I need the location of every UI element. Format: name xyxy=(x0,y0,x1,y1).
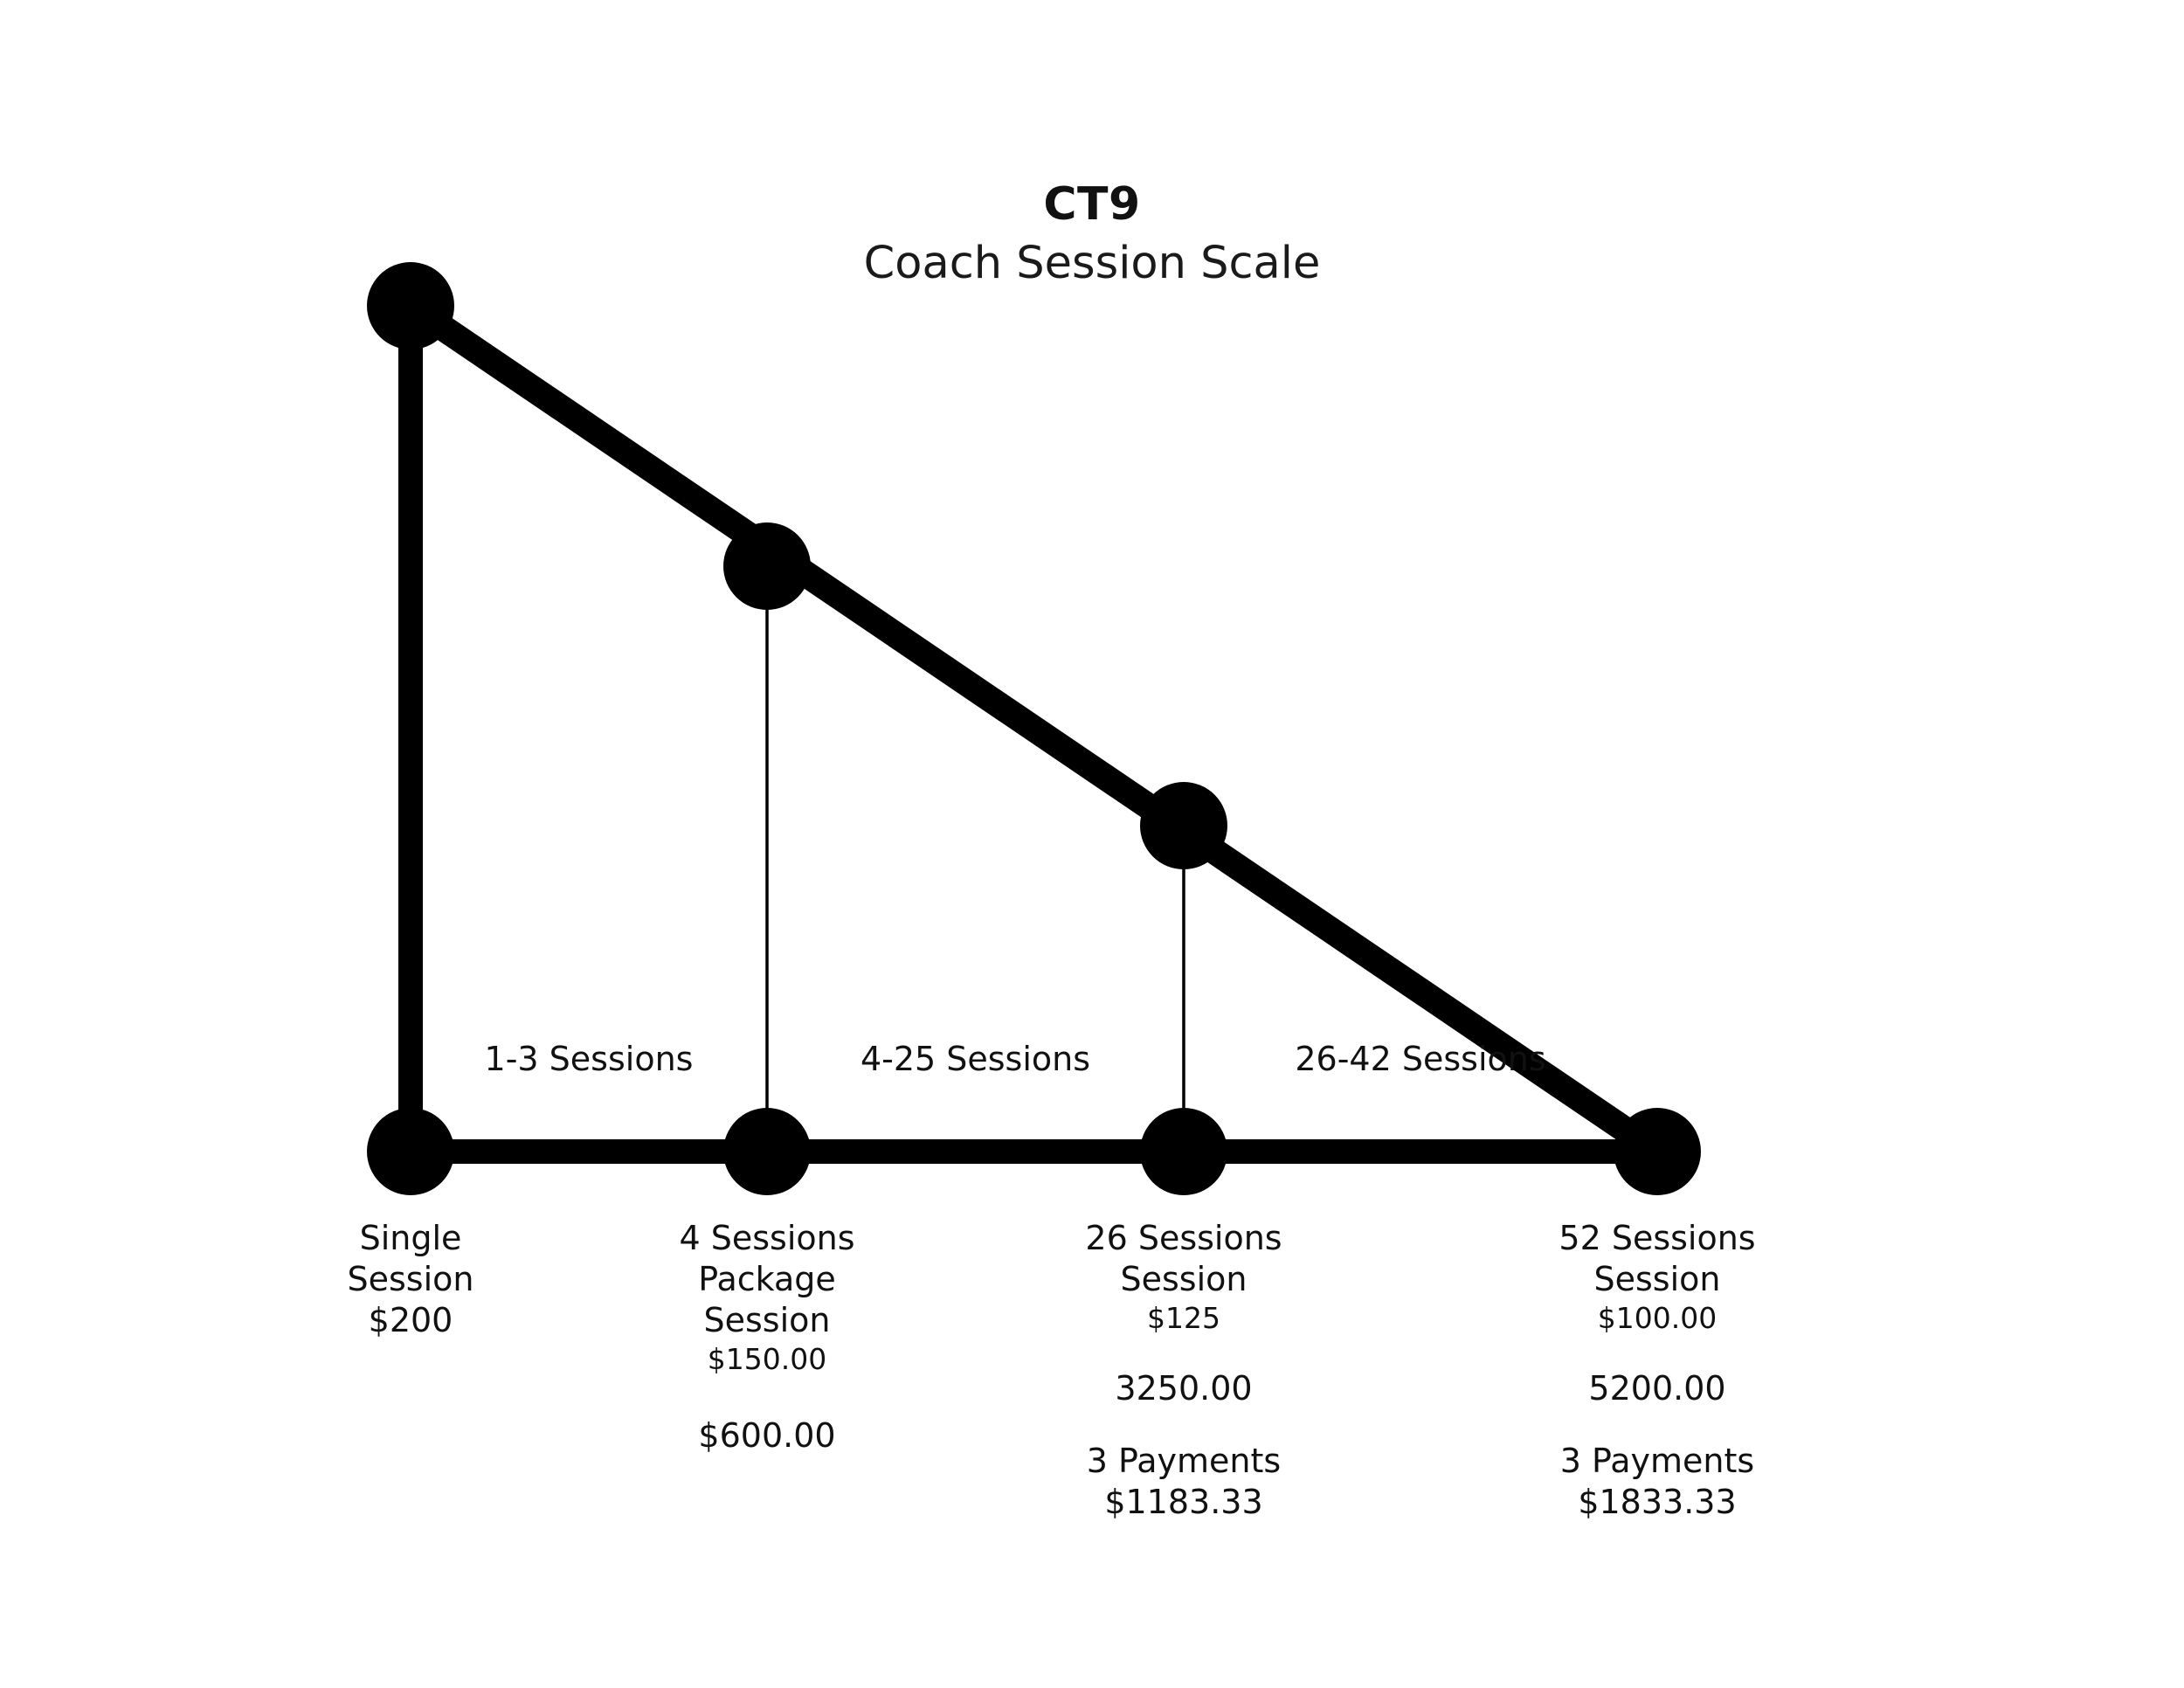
node-label-line: 52 Sessions xyxy=(1559,1219,1756,1257)
chart-title-block: CT9 Coach Session Scale xyxy=(0,182,2184,286)
node-label-line: Package xyxy=(698,1260,836,1298)
node-rate-value: $150.00 xyxy=(707,1342,827,1376)
node-payment-count: 3 Payments xyxy=(1559,1442,1755,1480)
node-label-52-sessions: 52 Sessions Session $100.00 5200.00 3 Pa… xyxy=(1482,1221,1832,1526)
node-label-line: Session xyxy=(703,1301,831,1339)
node-label-line: Session xyxy=(1593,1260,1721,1298)
price-node-52-sessions[interactable] xyxy=(1614,1108,1701,1195)
node-label-line: Session xyxy=(1120,1260,1248,1298)
node-rate-value: $200 xyxy=(368,1301,453,1339)
segment-label-4-25-sessions: 4-25 Sessions xyxy=(860,1040,1091,1078)
baseline-node-4-sessions[interactable] xyxy=(723,1108,811,1195)
page-subtitle: Coach Session Scale xyxy=(863,238,1321,289)
price-node-single-session[interactable] xyxy=(367,262,454,349)
node-payment-amount: $1183.33 xyxy=(1104,1483,1263,1521)
node-label-26-sessions: 26 Sessions Session $125 3250.00 3 Payme… xyxy=(1009,1221,1358,1526)
node-total-value: 5200.00 xyxy=(1588,1369,1726,1408)
node-label-4-sessions-package: 4 Sessions Package Session $150.00 $600.… xyxy=(592,1221,942,1460)
node-label-line: Single xyxy=(359,1219,462,1257)
price-node-4-sessions[interactable] xyxy=(723,522,811,610)
price-descent-line xyxy=(397,293,1670,1165)
baseline-node-single-session[interactable] xyxy=(367,1108,454,1195)
price-node-26-sessions[interactable] xyxy=(1140,782,1227,869)
node-label-line: Session xyxy=(347,1260,474,1298)
segment-label-26-42-sessions: 26-42 Sessions xyxy=(1295,1040,1546,1078)
baseline-node-26-sessions[interactable] xyxy=(1140,1108,1227,1195)
page-title: CT9 xyxy=(1043,178,1141,231)
segment-label-1-3-sessions: 1-3 Sessions xyxy=(484,1040,694,1078)
node-label-line: 26 Sessions xyxy=(1085,1219,1282,1257)
node-label-single-session: Single Session $200 xyxy=(236,1221,585,1345)
node-total-value: $600.00 xyxy=(698,1416,836,1455)
node-label-line: 4 Sessions xyxy=(679,1219,855,1257)
node-rate-value: $125 xyxy=(1147,1301,1220,1335)
node-payment-count: 3 Payments xyxy=(1086,1442,1282,1480)
node-total-value: 3250.00 xyxy=(1115,1369,1253,1408)
node-rate-value: $100.00 xyxy=(1597,1301,1717,1335)
node-payment-amount: $1833.33 xyxy=(1578,1483,1737,1521)
